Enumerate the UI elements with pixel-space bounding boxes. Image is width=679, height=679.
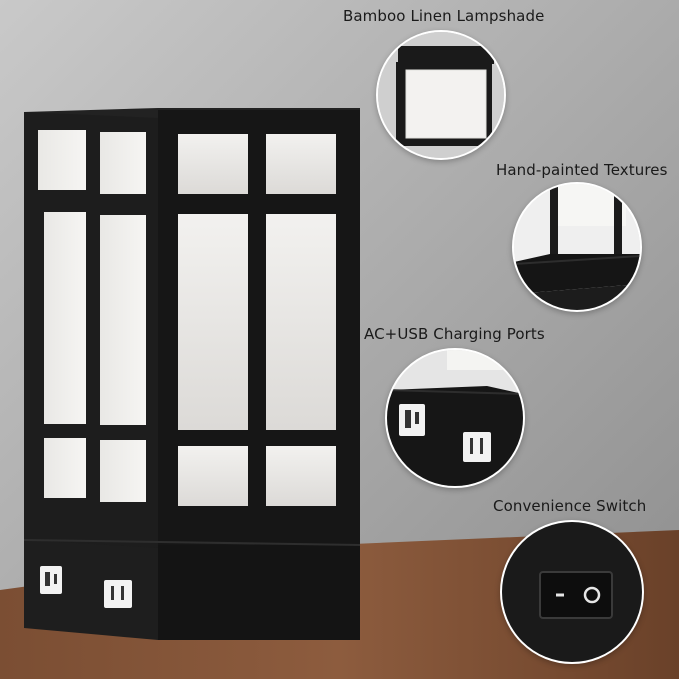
ac-outlet-icon (104, 580, 132, 608)
left-face-linen-panels (38, 130, 146, 502)
lamp-base-right (158, 545, 360, 640)
ac-outlet-icon (463, 432, 491, 462)
callout-textures (512, 182, 642, 312)
feature-label-ports: AC+USB Charging Ports (364, 325, 545, 343)
feature-label-lampshade: Bamboo Linen Lampshade (343, 7, 545, 25)
feature-label-textures: Hand-painted Textures (496, 161, 668, 179)
right-face-linen-panels (178, 134, 336, 506)
usb-port-icon (399, 404, 425, 436)
table-lamp (23, 108, 361, 640)
callout-switch (500, 520, 644, 664)
usb-port-icon (40, 566, 62, 594)
callout-lampshade (376, 30, 506, 160)
rocker-switch-icon (539, 571, 613, 619)
feature-label-switch: Convenience Switch (493, 497, 647, 515)
lamp-base-left (24, 540, 158, 640)
callout-ports (385, 348, 525, 488)
